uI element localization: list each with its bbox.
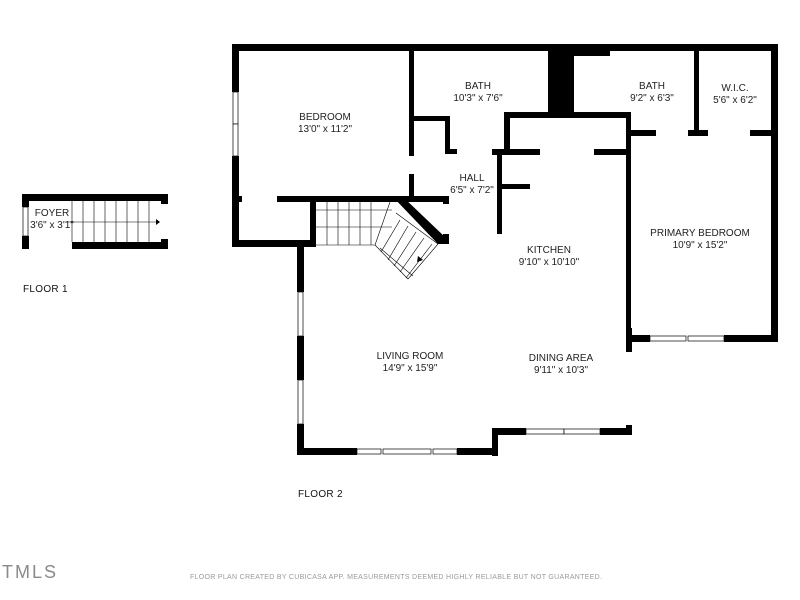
room-dimensions: 5'6" x 6'2" bbox=[713, 95, 757, 106]
room-wic: W.I.C. 5'6" x 6'2" bbox=[713, 83, 757, 107]
room-name: HALL bbox=[459, 173, 485, 184]
room-name: FOYER bbox=[34, 208, 70, 219]
room-dimensions: 9'2" x 6'3" bbox=[630, 93, 674, 104]
room-name: DINING AREA bbox=[528, 353, 594, 364]
room-name: BATH bbox=[465, 81, 491, 92]
room-dimensions: 13'0" x 11'2" bbox=[297, 124, 353, 135]
room-name: BEDROOM bbox=[299, 112, 351, 123]
room-dimensions: 10'9" x 15'2" bbox=[672, 240, 728, 251]
room-bath-2: BATH 9'2" x 6'3" bbox=[630, 81, 674, 105]
floor-plan-credit: FLOOR PLAN CREATED BY CUBICASA APP. MEAS… bbox=[190, 574, 603, 581]
room-dimensions: 10'3" x 7'6" bbox=[453, 93, 503, 104]
room-bedroom: BEDROOM 13'0" x 11'2" bbox=[298, 112, 352, 136]
floor-1-label: FLOOR 1 bbox=[23, 284, 68, 295]
room-dimensions: 9'10" x 10'10" bbox=[518, 257, 580, 268]
room-name: W.I.C. bbox=[721, 83, 749, 94]
room-dimensions: 3'6" x 3'1" bbox=[30, 220, 74, 231]
room-dining-area: DINING AREA 9'11" x 10'3" bbox=[529, 353, 593, 377]
room-name: KITCHEN bbox=[527, 245, 571, 256]
mls-watermark: TMLS bbox=[2, 562, 59, 582]
floor-2-plan bbox=[232, 44, 778, 456]
room-name: LIVING ROOM bbox=[376, 351, 444, 362]
room-living-room: LIVING ROOM 14'9" x 15'9" bbox=[377, 351, 444, 375]
room-hall: HALL 6'5" x 7'2" bbox=[450, 173, 494, 197]
room-foyer: FOYER 3'6" x 3'1" bbox=[30, 208, 74, 232]
floor-1-plan bbox=[22, 194, 168, 249]
room-dimensions: 14'9" x 15'9" bbox=[382, 363, 438, 374]
room-kitchen: KITCHEN 9'10" x 10'10" bbox=[519, 245, 579, 269]
room-dimensions: 9'11" x 10'3" bbox=[533, 365, 589, 376]
floor-2-label: FLOOR 2 bbox=[298, 489, 343, 500]
room-name: BATH bbox=[639, 81, 665, 92]
room-primary-bedroom: PRIMARY BEDROOM 10'9" x 15'2" bbox=[650, 228, 750, 252]
room-dimensions: 6'5" x 7'2" bbox=[450, 185, 494, 196]
room-name: PRIMARY BEDROOM bbox=[650, 228, 750, 239]
room-bath-1: BATH 10'3" x 7'6" bbox=[453, 81, 502, 105]
